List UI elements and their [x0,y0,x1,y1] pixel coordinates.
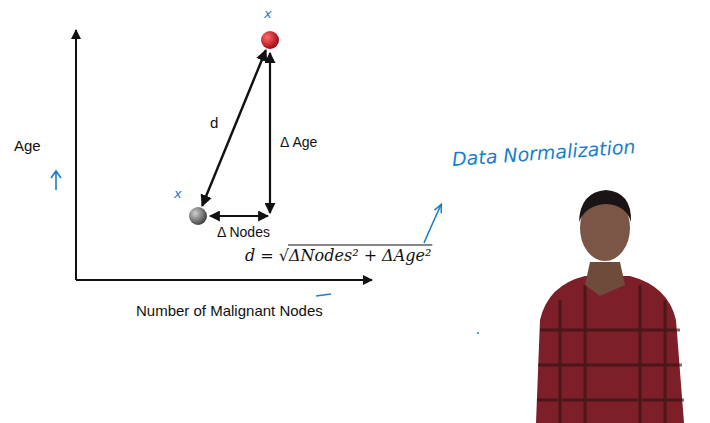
delta-age-arrow [269,53,271,213]
hand-mark: x [174,186,182,201]
data-point: x [189,207,207,225]
hand-stroke [316,294,331,296]
delta-nodes-arrow [210,215,268,217]
distance-arrow [202,50,266,206]
point-circle [189,207,207,225]
axis-label: Number of Malignant Nodes [136,302,323,319]
y-axis [75,30,77,280]
hand-mark: x [264,6,272,21]
presenter-figure [536,190,684,423]
formula: d = √ΔNodes² + ΔAge² [245,246,431,265]
point-marker [189,207,207,225]
edge-label: d [210,114,218,131]
point-circle [261,31,279,49]
data-point: x [261,31,279,49]
hand-arrow [51,171,61,190]
hand-dot [477,332,479,334]
point-marker [261,31,279,49]
x-axis [76,279,372,281]
axis-label: Age [14,137,41,154]
radical-bar [288,244,432,245]
delta-label: Δ Nodes [217,224,270,240]
hand-note: Data Normalization [451,135,636,170]
hand-arrow [424,205,441,243]
delta-label: Δ Age [280,134,317,150]
